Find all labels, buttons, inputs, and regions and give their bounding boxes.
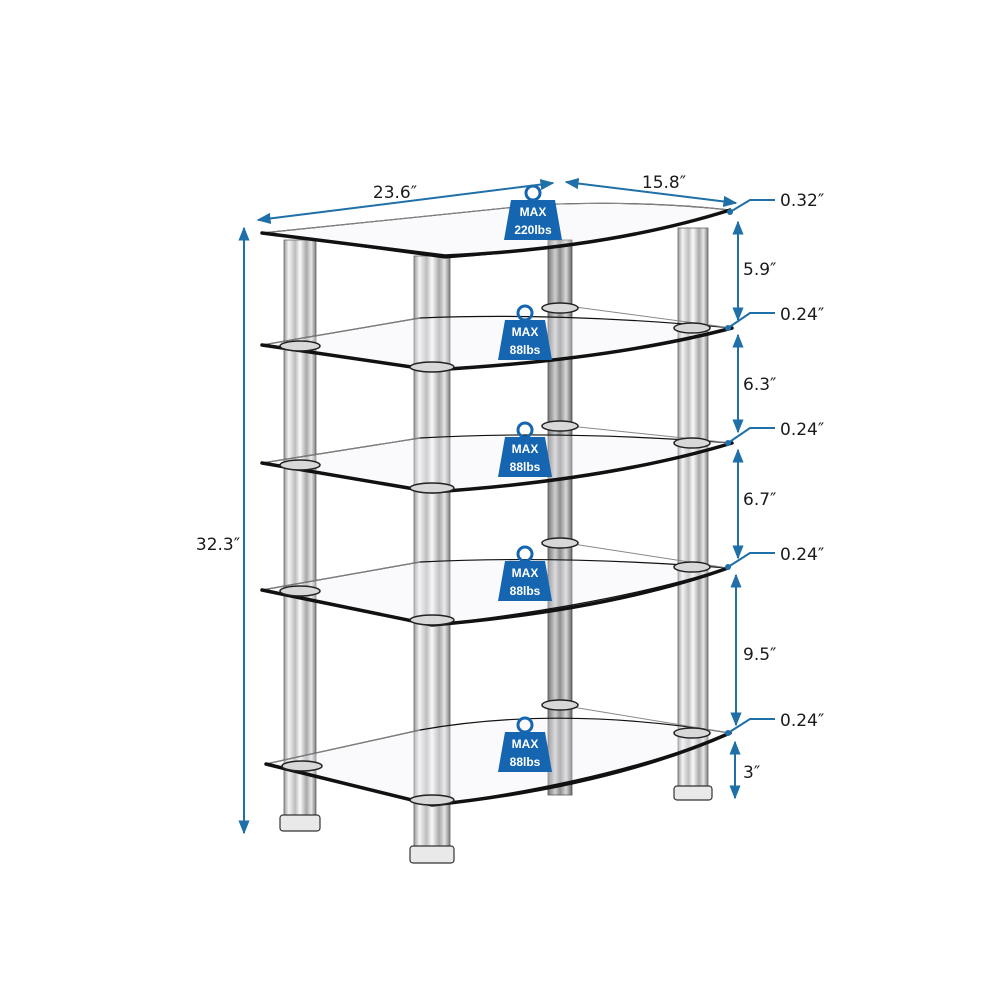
svg-text:88lbs: 88lbs <box>510 584 541 598</box>
callout-top-thickness: 0.32″ <box>727 191 824 215</box>
svg-text:88lbs: 88lbs <box>510 343 541 357</box>
svg-text:3″: 3″ <box>743 763 760 783</box>
weight-handle-icon <box>516 545 534 563</box>
weight-badge-shelf-4: MAX 88lbs <box>498 545 552 601</box>
svg-text:0.32″: 0.32″ <box>780 191 824 211</box>
svg-text:6.3″: 6.3″ <box>743 375 776 395</box>
svg-text:5.9″: 5.9″ <box>743 260 776 280</box>
svg-text:0.24″: 0.24″ <box>780 711 824 731</box>
svg-text:15.8″: 15.8″ <box>642 173 686 193</box>
weight-badge-bottom: MAX 88lbs <box>498 716 552 772</box>
svg-text:0.24″: 0.24″ <box>780 305 824 325</box>
weight-handle-icon <box>524 184 542 202</box>
svg-text:0.24″: 0.24″ <box>780 545 824 565</box>
svg-text:6.7″: 6.7″ <box>743 490 776 510</box>
shelf-2 <box>260 302 734 373</box>
svg-text:MAX: MAX <box>512 566 539 580</box>
svg-text:88lbs: 88lbs <box>510 460 541 474</box>
foot-front-left <box>279 814 321 832</box>
shelf-bottom <box>264 699 733 807</box>
shelf-3 <box>260 420 734 494</box>
svg-text:32.3″: 32.3″ <box>196 535 240 555</box>
svg-text:220lbs: 220lbs <box>514 223 552 237</box>
dimension-height: 32.3″ <box>196 226 250 835</box>
weight-badge-top: MAX 220lbs <box>504 184 562 240</box>
weight-icon <box>498 320 552 360</box>
svg-text:23.6″: 23.6″ <box>373 183 417 203</box>
dimension-depth: 15.8″ <box>564 173 738 208</box>
dimension-gap-1: 5.9″ <box>732 220 776 322</box>
svg-text:0.24″: 0.24″ <box>780 420 824 440</box>
weight-icon <box>498 732 552 772</box>
shelf-4 <box>260 537 730 627</box>
weight-icon <box>498 437 552 477</box>
svg-text:MAX: MAX <box>512 442 539 456</box>
callout-shelf-3-thickness: 0.24″ <box>725 420 824 446</box>
callout-shelf-2-thickness: 0.24″ <box>725 305 824 331</box>
pole-front-middle <box>409 255 455 864</box>
dimension-width: 23.6″ <box>256 179 555 224</box>
weight-badge-shelf-3: MAX 88lbs <box>498 421 552 477</box>
callout-shelf-4-thickness: 0.24″ <box>725 545 824 570</box>
svg-text:MAX: MAX <box>520 205 547 219</box>
weight-icon <box>498 561 552 601</box>
dimension-gap-4: 9.5″ <box>730 573 776 727</box>
foot-front-middle <box>409 845 455 864</box>
dimension-floor-clearance: 3″ <box>729 740 760 800</box>
foot-back-right <box>673 785 713 801</box>
pole-front-left <box>279 239 321 832</box>
weight-badge-shelf-2: MAX 88lbs <box>498 304 552 360</box>
pole-back-right <box>673 227 713 801</box>
svg-text:88lbs: 88lbs <box>510 755 541 769</box>
dimension-gap-2: 6.3″ <box>732 333 776 434</box>
svg-text:MAX: MAX <box>512 737 539 751</box>
svg-text:9.5″: 9.5″ <box>743 645 776 665</box>
callout-bottom-shelf-thickness: 0.24″ <box>725 711 824 736</box>
svg-text:MAX: MAX <box>512 325 539 339</box>
dimension-gap-3: 6.7″ <box>732 448 776 560</box>
